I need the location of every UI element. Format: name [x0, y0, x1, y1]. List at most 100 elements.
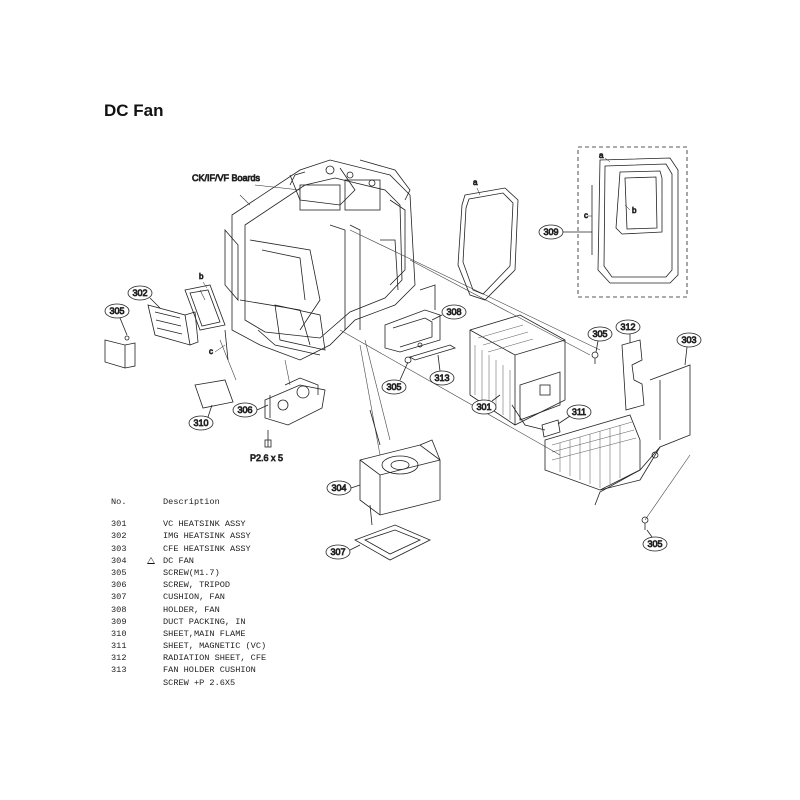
callout-310[interactable]: 310: [188, 404, 214, 431]
callout-302-label: 302: [132, 288, 147, 298]
vc-heatsink-drawing: [469, 314, 566, 431]
callout-302[interactable]: 302: [127, 285, 161, 309]
part-mark: [147, 628, 163, 640]
part-description: VC HEATSINK ASSY: [163, 519, 246, 530]
letter-c-left: c: [209, 347, 213, 356]
part-mark: [147, 640, 163, 652]
parts-list-row: 302 IMG HEATSINK ASSY: [111, 530, 403, 542]
callout-310-label: 310: [193, 418, 208, 428]
letter-b-left: b: [199, 272, 204, 281]
part-number: 309: [111, 616, 127, 627]
parts-header-desc: Description: [163, 497, 220, 507]
boards-annotation: CK/IF/VF Boards: [192, 173, 261, 183]
callout-309[interactable]: 309: [538, 224, 592, 240]
parts-header-no: No.: [111, 497, 127, 507]
callout-311[interactable]: 311: [557, 404, 592, 425]
parts-list-header: No. Description: [111, 496, 403, 508]
parts-list-row: 309 DUCT PACKING, IN: [111, 616, 403, 628]
callout-301[interactable]: 301: [471, 394, 501, 415]
part-mark: [147, 677, 163, 689]
letter-a-inset: a: [599, 151, 604, 160]
callout-305-right-top[interactable]: 305: [587, 326, 613, 353]
magnetic-sheet-drawing: [541, 419, 561, 438]
callout-312-label: 312: [620, 322, 635, 332]
fan-holder-drawing: [384, 284, 441, 353]
part-number: 313: [111, 665, 127, 676]
callout-308-label: 308: [446, 307, 461, 317]
callout-305-left[interactable]: 305: [104, 303, 130, 336]
callout-311-label: 311: [572, 407, 586, 417]
part-description: SHEET,MAIN FLAME: [163, 628, 246, 639]
cfe-heatsink-drawing: [544, 364, 691, 506]
dc-fan-drawing: [359, 409, 441, 516]
callout-306-label: 306: [237, 405, 252, 415]
part-description: FAN HOLDER CUSHION: [163, 665, 256, 676]
callout-305-label: 305: [386, 382, 401, 392]
callout-307[interactable]: 307: [325, 544, 361, 560]
letter-c-inset: c: [584, 211, 588, 220]
part-description: SHEET, MAGNETIC (VC): [163, 641, 267, 652]
part-number: 304: [111, 555, 127, 566]
part-mark: [147, 591, 163, 603]
callout-304-label: 304: [331, 483, 346, 493]
callout-307-label: 307: [330, 547, 345, 557]
part-mark: [147, 518, 163, 530]
sheet-main-frame-drawing: [194, 379, 234, 409]
part-mark: [147, 543, 163, 555]
fan-holder-cushion-drawing: [409, 344, 456, 361]
callout-306[interactable]: 306: [232, 402, 269, 418]
part-mark: [147, 530, 163, 542]
part-number: 302: [111, 531, 127, 542]
part-description: DC FAN: [163, 555, 194, 566]
part-number: 311: [111, 641, 127, 652]
part-description: SCREW, TRIPOD: [163, 580, 231, 591]
part-description: HOLDER, FAN: [163, 604, 220, 615]
part-description: DUCT PACKING, IN: [163, 616, 246, 627]
letter-b-inset: b: [632, 206, 637, 215]
callout-305-right-bottom[interactable]: 305: [642, 529, 668, 552]
parts-list-row: 313 FAN HOLDER CUSHION: [111, 664, 403, 676]
fan-cushion-drawing: [354, 504, 431, 561]
part-mark: [147, 664, 163, 676]
part-description: SCREW +P 2.6X5: [163, 677, 236, 688]
parts-list-row: 303 CFE HEATSINK ASSY: [111, 543, 403, 555]
callout-303[interactable]: 303: [676, 332, 702, 366]
callout-305-label: 305: [109, 306, 124, 316]
callout-305-mid[interactable]: 305: [381, 361, 409, 395]
callout-304[interactable]: 304: [326, 480, 361, 496]
callout-308[interactable]: 308: [431, 304, 467, 321]
main-chassis-drawing: [224, 159, 416, 361]
part-mark: [147, 567, 163, 579]
parts-list-row: SCREW +P 2.6X5: [111, 677, 403, 689]
part-number: 305: [111, 567, 127, 578]
screw-305-drawings: [404, 351, 649, 530]
part-description: CFE HEATSINK ASSY: [163, 543, 251, 554]
callout-312[interactable]: 312: [615, 319, 641, 343]
parts-list-row: 311 SHEET, MAGNETIC (VC): [111, 640, 403, 652]
parts-list-row: 304 DC FAN: [111, 555, 403, 567]
part-description: IMG HEATSINK ASSY: [163, 531, 251, 542]
part-number: 310: [111, 628, 127, 639]
radiation-sheet-drawing: [621, 339, 645, 411]
callout-313[interactable]: 313: [429, 354, 455, 386]
part-number: 303: [111, 543, 127, 554]
tripod-screw-drawing: [264, 377, 326, 448]
callout-301-label: 301: [476, 402, 491, 412]
callout-309-label: 309: [543, 227, 558, 237]
part-number: 312: [111, 653, 127, 664]
duct-packing-inset: [577, 146, 688, 298]
leader-lines: [199, 194, 691, 521]
warning-triangle-icon: [147, 556, 155, 564]
duct-gasket-drawing: [457, 187, 519, 301]
letter-a-gasket: a: [473, 178, 478, 187]
img-heatsink-drawing: [104, 284, 229, 369]
safety-warning-icon: [147, 555, 163, 567]
